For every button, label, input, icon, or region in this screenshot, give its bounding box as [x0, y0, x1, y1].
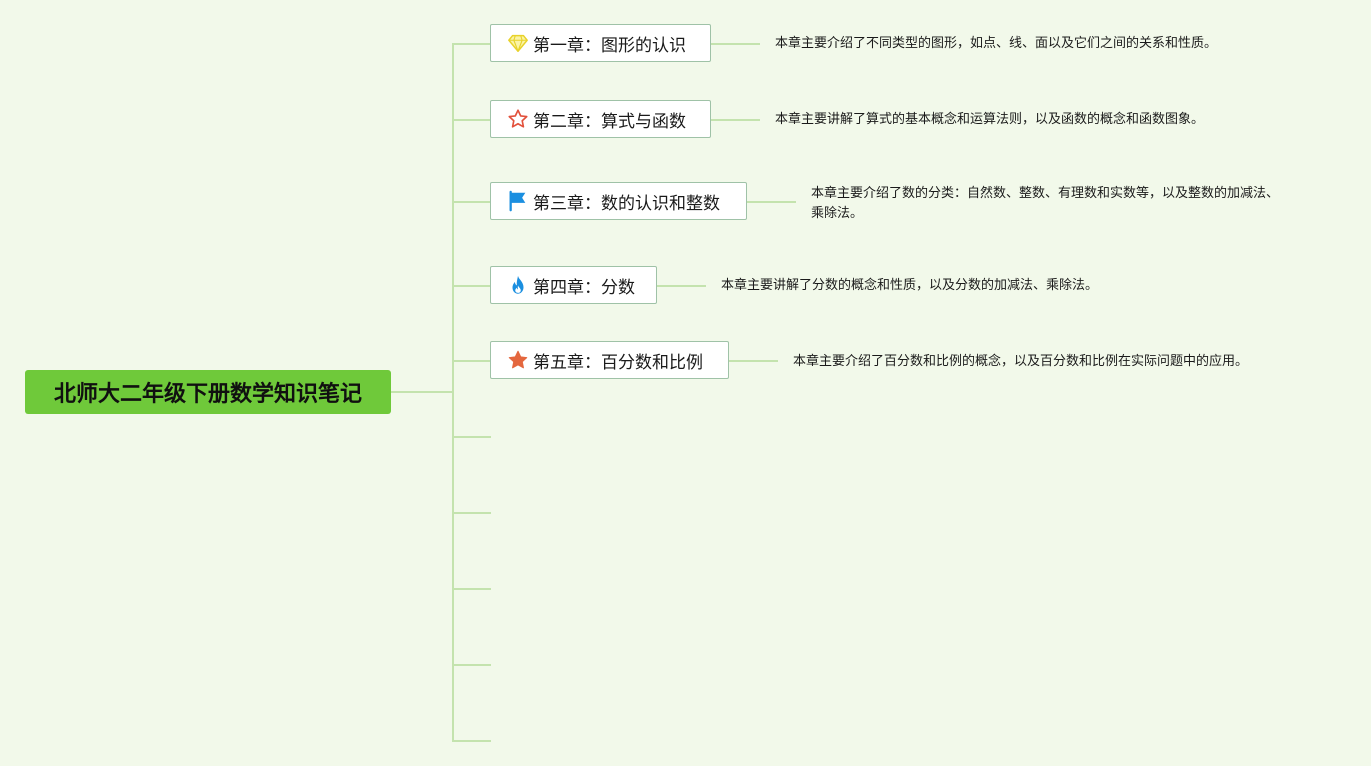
flame-icon — [507, 274, 529, 296]
empty-branch-stub — [452, 588, 491, 590]
chapter-node-1[interactable]: 第一章：图形的认识 — [490, 24, 711, 62]
chapter-description: 本章主要讲解了算式的基本概念和运算法则，以及函数的概念和函数图象。 — [775, 112, 1205, 127]
description-connector — [710, 43, 760, 45]
diamond-icon — [507, 32, 529, 54]
trunk-line — [452, 43, 454, 741]
root-connector — [391, 391, 453, 393]
branch-connector — [452, 43, 491, 45]
chapter-description: 本章主要介绍了数的分类：自然数、整数、有理数和实数等，以及整数的加减法、乘除法。 — [811, 186, 1280, 221]
star-outline-icon — [507, 108, 529, 130]
chapter-node-5[interactable]: 第五章：百分数和比例 — [490, 341, 729, 379]
description-connector — [656, 285, 706, 287]
branch-connector — [452, 285, 491, 287]
empty-branch-stub — [452, 740, 491, 742]
flag-icon — [507, 190, 529, 212]
root-topic-label: 北师大二年级下册数学知识笔记 — [53, 382, 362, 407]
chapter-node-3[interactable]: 第三章：数的认识和整数 — [490, 182, 747, 220]
chapter-description: 本章主要讲解了分数的概念和性质，以及分数的加减法、乘除法。 — [721, 278, 1099, 293]
branch-connector — [452, 201, 491, 203]
star-filled-icon — [507, 349, 529, 371]
chapter-title: 第五章：百分数和比例 — [533, 352, 703, 373]
chapter-description: 本章主要介绍了不同类型的图形，如点、线、面以及它们之间的关系和性质。 — [775, 36, 1218, 51]
branch-connector — [452, 119, 491, 121]
empty-branch-stub — [452, 664, 491, 666]
description-connector — [728, 360, 778, 362]
branch-connector — [452, 360, 491, 362]
description-connector — [710, 119, 760, 121]
chapter-title: 第四章：分数 — [533, 277, 635, 298]
description-connector — [746, 201, 796, 203]
chapter-description: 本章主要介绍了百分数和比例的概念，以及百分数和比例在实际问题中的应用。 — [793, 354, 1249, 369]
empty-branch-stub — [452, 512, 491, 514]
chapter-title: 第一章：图形的认识 — [533, 35, 686, 56]
empty-branch-stub — [452, 436, 491, 438]
root-topic[interactable]: 北师大二年级下册数学知识笔记 — [25, 370, 391, 414]
chapter-node-2[interactable]: 第二章：算式与函数 — [490, 100, 711, 138]
chapter-title: 第二章：算式与函数 — [533, 111, 686, 132]
chapter-title: 第三章：数的认识和整数 — [533, 193, 720, 214]
chapter-node-4[interactable]: 第四章：分数 — [490, 266, 657, 304]
